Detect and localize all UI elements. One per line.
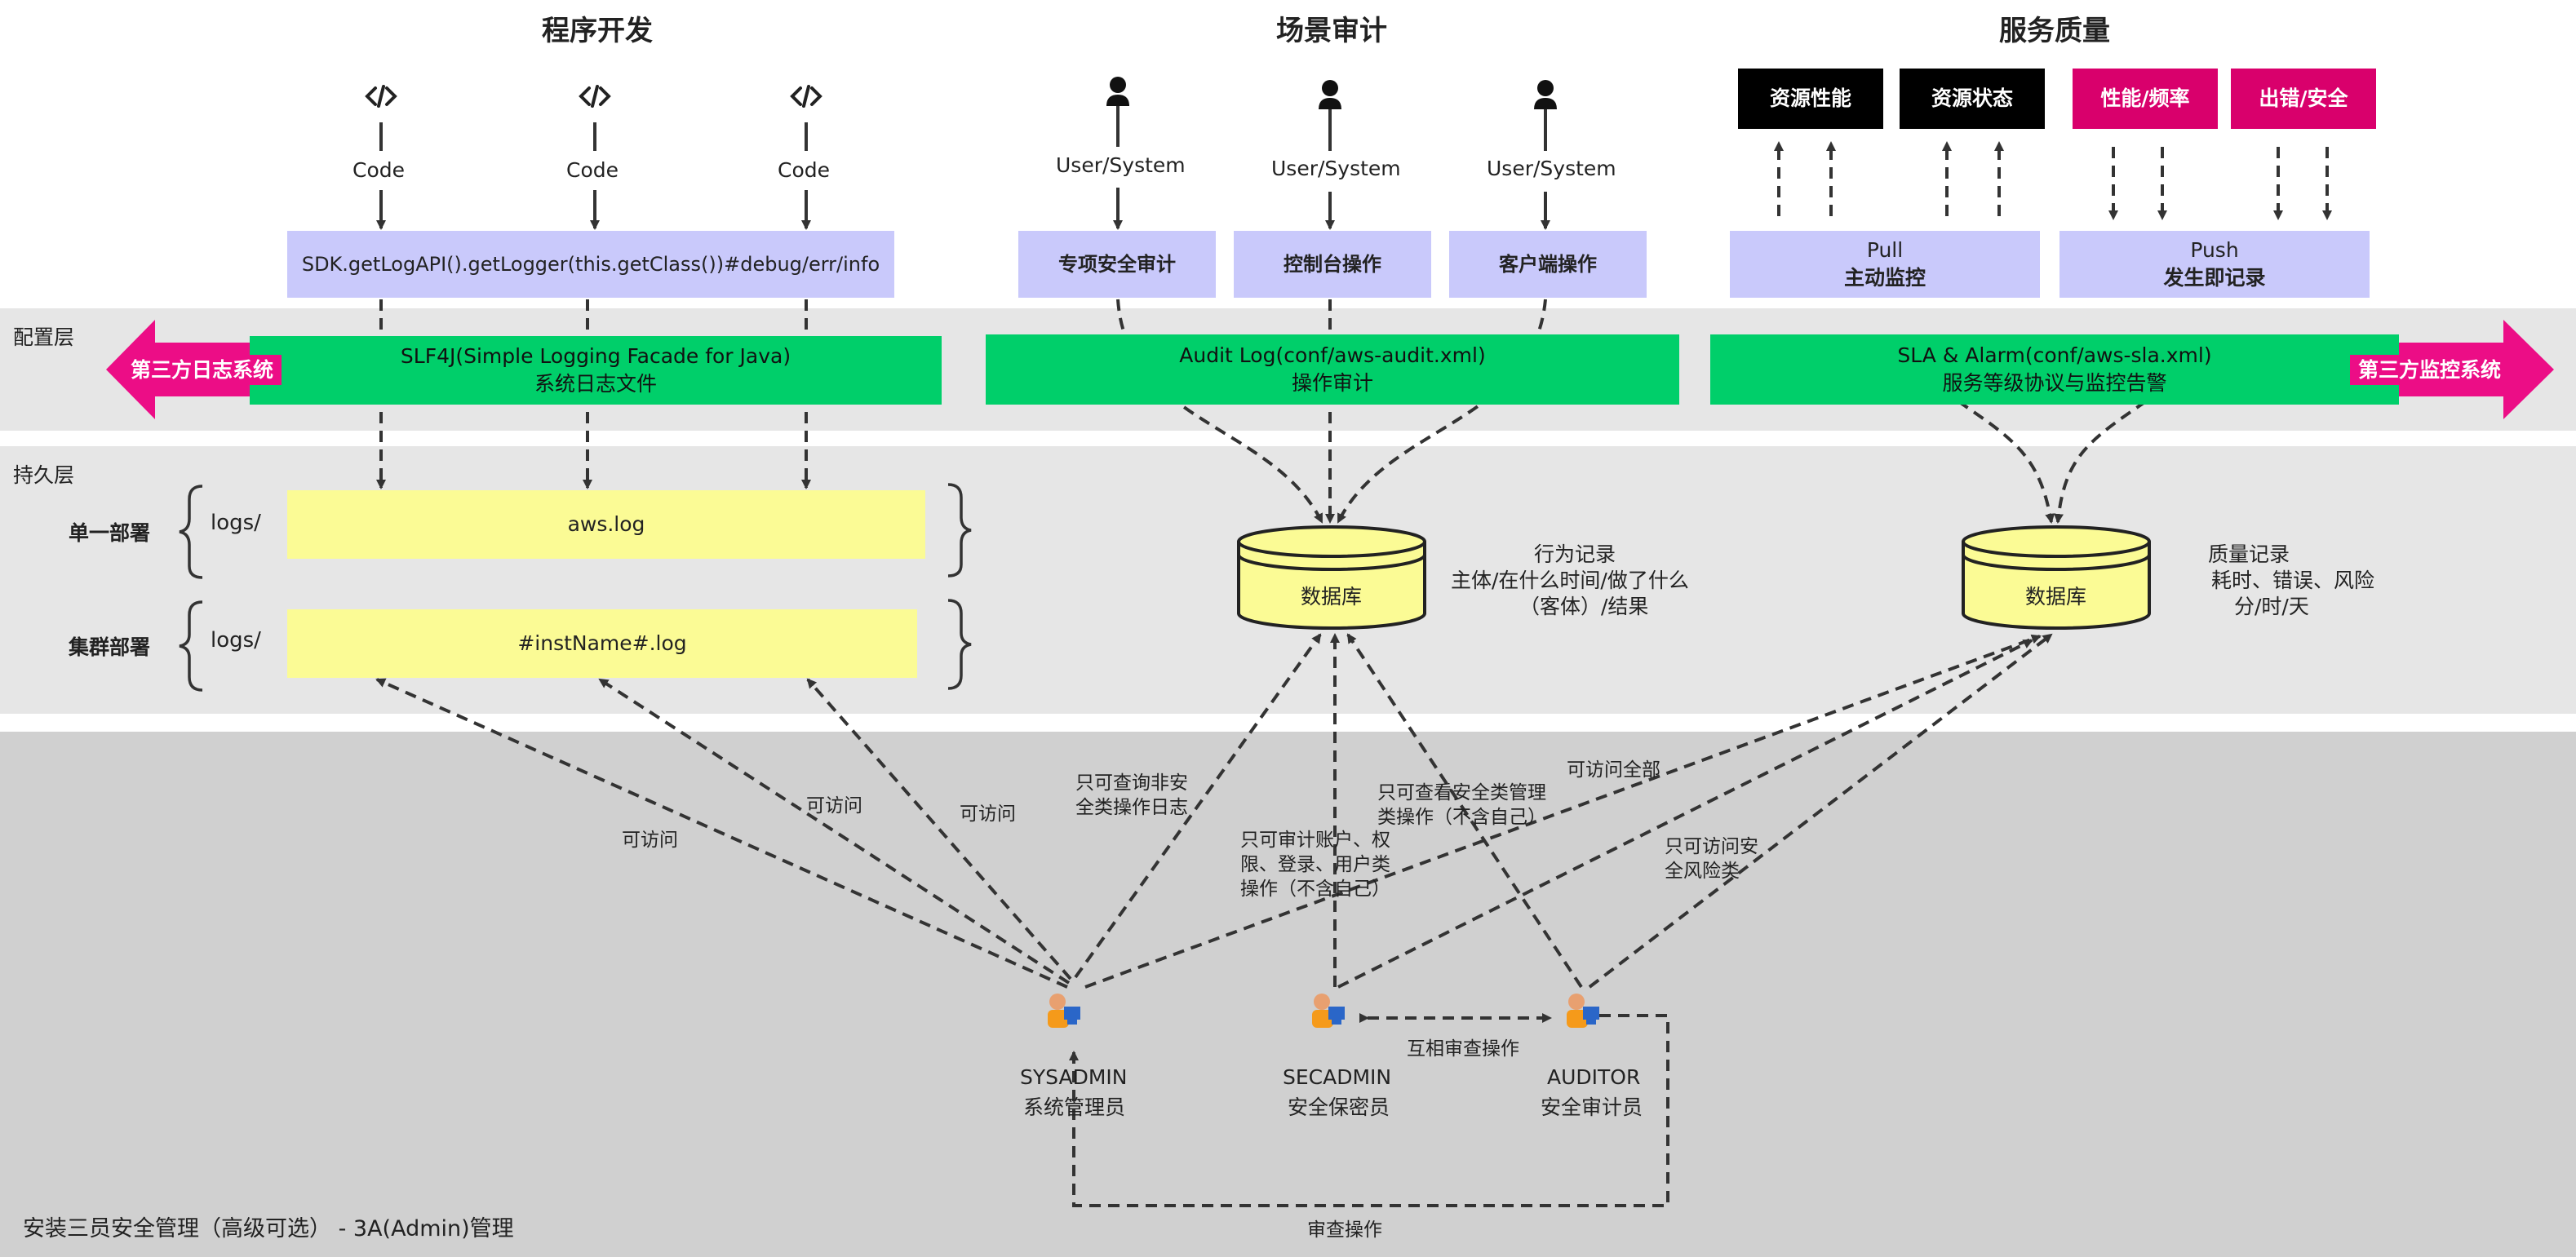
sys-to-inst-log-2	[806, 678, 1072, 980]
behavior-record-line2: 主体/在什么时间/做了什么	[1451, 569, 1689, 592]
user-system-label-1: User/System	[1056, 153, 1186, 177]
slf4j-box: SLF4J(Simple Logging Facade for Java) 系统…	[250, 336, 942, 405]
admin-icons	[1048, 994, 1599, 1028]
cluster-deploy-label: 集群部署	[69, 635, 151, 659]
audit-to-db-3	[1337, 299, 1547, 524]
edge-label-access-1: 可访问	[622, 830, 678, 851]
code-label-3: Code	[778, 158, 831, 182]
admin-layer-band	[0, 732, 2576, 1257]
review-loop	[1069, 1014, 1669, 1207]
quality-db-cylinder	[1962, 525, 2151, 630]
edge-label-aud-risk-1: 只可访问安	[1665, 836, 1758, 857]
audit-to-db-1	[1116, 299, 1323, 524]
logs-dir-cluster: logs/	[211, 628, 261, 653]
edge-label-sys-query-1: 只可查询非安	[1075, 772, 1188, 794]
audit-box-client: 客户端操作	[1449, 231, 1647, 298]
behavior-record-title: 行为记录	[1534, 542, 1616, 566]
edge-label-sec-audit-2: 限、登录、用户类	[1240, 854, 1390, 875]
code-label-2: Code	[566, 158, 619, 182]
sla-alarm-box: SLA & Alarm(conf/aws-sla.xml) 服务等级协议与监控告…	[1710, 334, 2399, 405]
secadmin-role: 安全保密员	[1288, 1095, 1390, 1119]
audit-db-label: 数据库	[1301, 585, 1363, 609]
aud-to-quality-db	[1588, 633, 2053, 989]
audit-box-console: 控制台操作	[1234, 231, 1431, 298]
sla-to-db-1	[1957, 400, 2055, 524]
sys-to-quality-db	[1084, 634, 2042, 989]
code-icon-2	[579, 85, 611, 108]
edge-label-aud-view-2: 类操作（不含自己）	[1377, 807, 1546, 828]
user-icon-3	[1534, 80, 1557, 109]
review-operation-label: 审查操作	[1307, 1219, 1382, 1241]
layer-label-admin: 安装三员安全管理（高级可选） - 3A(Admin)管理	[23, 1216, 514, 1242]
sys-to-aws-log	[375, 678, 1068, 989]
user-system-label-3: User/System	[1487, 157, 1616, 180]
user-icon-1	[1106, 77, 1129, 106]
logs-dir-single: logs/	[211, 511, 261, 535]
quality-db-label: 数据库	[2025, 585, 2087, 609]
sysadmin-role: 系统管理员	[1023, 1095, 1126, 1119]
edge-label-aud-view-1: 只可查看安全类管理	[1377, 782, 1546, 803]
edge-label-aud-risk-2: 全风险类	[1665, 861, 1740, 882]
code-icon-1	[365, 85, 397, 108]
audit-log-box: Audit Log(conf/aws-audit.xml) 操作审计	[986, 334, 1679, 405]
third-party-monitor-label: 第三方监控系统	[2350, 354, 2510, 385]
behavior-record-line3: （客体）/结果	[1519, 595, 1649, 618]
mutual-review-label: 互相审查操作	[1407, 1038, 1519, 1060]
aws-log-file: aws.log	[287, 490, 925, 559]
user-system-label-2: User/System	[1271, 157, 1401, 180]
sys-to-audit-db	[1074, 633, 1322, 979]
code-icon-3	[790, 85, 822, 108]
quality-resource-status: 资源状态	[1900, 69, 2045, 129]
section-title-audit: 场景审计	[1276, 15, 1387, 47]
edge-label-access-3: 可访问	[960, 803, 1016, 825]
sdk-logger-text: SDK.getLogAPI().getLogger(this.getClass(…	[301, 252, 880, 276]
pull-box: Pull 主动监控	[1730, 231, 2040, 298]
edge-label-sec-audit-3: 操作（不含自己）	[1240, 879, 1390, 900]
edge-label-access-2: 可访问	[806, 795, 862, 817]
slf4j-title: SLF4J(Simple Logging Facade for Java)	[400, 344, 791, 369]
quality-record-line3: 分/时/天	[2234, 595, 2309, 618]
slf4j-subtitle: 系统日志文件	[534, 372, 657, 396]
user-icon-2	[1319, 80, 1341, 109]
inst-log-file: #instName#.log	[287, 609, 917, 678]
audit-box-security: 专项安全审计	[1018, 231, 1216, 298]
third-party-log-label: 第三方日志系统	[122, 354, 282, 385]
quality-error-security: 出错/安全	[2231, 69, 2376, 129]
single-deploy-label: 单一部署	[69, 521, 151, 545]
section-title-dev: 程序开发	[542, 15, 653, 47]
quality-record-line2: 耗时、错误、风险	[2211, 569, 2375, 592]
quality-record-title: 质量记录	[2208, 542, 2290, 566]
edge-label-sys-query-2: 全类操作日志	[1075, 797, 1188, 818]
section-title-quality: 服务质量	[1999, 15, 2110, 47]
layer-label-persist: 持久层	[13, 463, 75, 487]
sysadmin-name: SYSADMIN	[1020, 1065, 1128, 1089]
sdk-logger-box: SDK.getLogAPI().getLogger(this.getClass(…	[287, 231, 894, 298]
layer-label-config: 配置层	[13, 325, 75, 349]
aud-to-audit-db	[1346, 633, 1583, 989]
auditor-name: AUDITOR	[1547, 1065, 1641, 1089]
quality-resource-perf: 资源性能	[1738, 69, 1883, 129]
push-box: Push 发生即记录	[2059, 231, 2370, 298]
audit-db-cylinder	[1237, 525, 1426, 630]
edge-label-access-all: 可访问全部	[1567, 759, 1660, 781]
edge-label-sec-audit-1: 只可审计账户、权	[1240, 830, 1390, 851]
auditor-role: 安全审计员	[1541, 1095, 1643, 1119]
sla-to-db-2	[2054, 400, 2148, 524]
secadmin-name: SECADMIN	[1283, 1065, 1392, 1089]
quality-perf-frequency: 性能/频率	[2073, 69, 2218, 129]
code-label-1: Code	[352, 158, 406, 182]
